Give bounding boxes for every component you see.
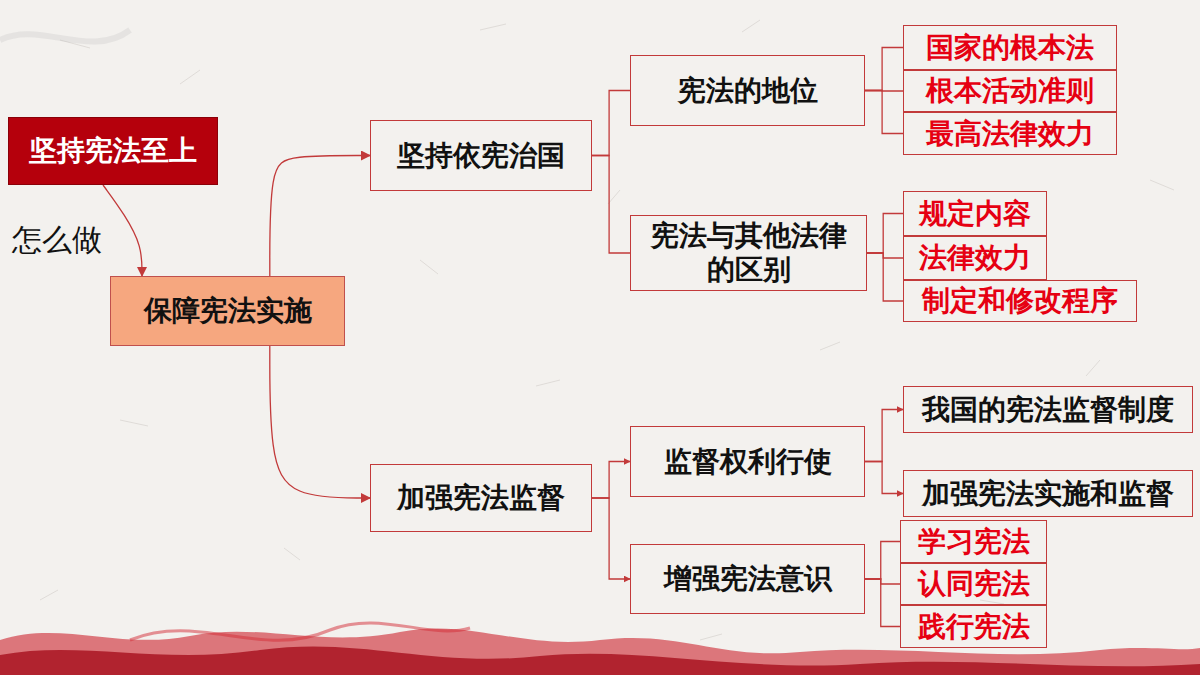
branch-box: 加强宪法监督: [370, 464, 592, 532]
point-box: 国家的根本法: [903, 25, 1117, 70]
connector: [865, 542, 900, 580]
method-box: 保障宪法实施: [110, 276, 345, 346]
connector: [867, 214, 903, 254]
topic-box: 增强宪法意识: [630, 544, 865, 614]
node-text: 加强宪法监督: [397, 481, 565, 515]
connector: [592, 498, 630, 579]
connector: [865, 410, 903, 462]
point-box: 根本活动准则: [903, 70, 1117, 112]
ink-smoke: [0, 30, 1200, 675]
connector: [865, 48, 903, 91]
paper-texture: [40, 20, 1174, 640]
node-text: 国家的根本法: [926, 31, 1094, 65]
node-text: 制定和修改程序: [922, 284, 1118, 318]
topic-box: 监督权利行使: [630, 426, 865, 497]
point-box: 规定内容: [903, 191, 1047, 236]
node-text: 学习宪法: [918, 525, 1030, 559]
node-text: 坚持依宪治国: [397, 139, 565, 173]
connector: [592, 91, 630, 156]
point-box: 践行宪法: [900, 605, 1047, 648]
connector: [867, 253, 903, 258]
node-text: 监督权利行使: [664, 445, 832, 479]
connector: [270, 156, 370, 277]
node-text: 我国的宪法监督制度: [922, 393, 1174, 427]
point-box: 制定和修改程序: [903, 280, 1137, 322]
connector: [865, 462, 903, 494]
point-box: 最高法律效力: [903, 112, 1117, 155]
point-box: 我国的宪法监督制度: [903, 386, 1193, 433]
root-box: 坚持宪法至上: [8, 117, 218, 185]
connector: [270, 346, 370, 498]
node-text: 规定内容: [919, 197, 1031, 231]
topic-box: 宪法的地位: [630, 55, 865, 126]
connector: [865, 579, 900, 627]
point-box: 认同宪法: [900, 563, 1047, 605]
connector: [103, 185, 142, 276]
node-text: 最高法律效力: [926, 117, 1094, 151]
connector: [865, 91, 903, 134]
node-text: 宪法的地位: [678, 74, 818, 108]
connector: [867, 253, 903, 301]
point-box: 学习宪法: [900, 520, 1047, 563]
branch-box: 坚持依宪治国: [370, 120, 592, 191]
annotation-label: 怎么做: [12, 220, 102, 261]
node-text: 保障宪法实施: [144, 294, 312, 328]
point-box: 加强宪法实施和监督: [903, 470, 1193, 517]
connector: [592, 462, 630, 499]
node-text: 践行宪法: [918, 610, 1030, 644]
connector: [865, 579, 900, 584]
node-text: 坚持宪法至上: [29, 134, 197, 168]
node-text: 加强宪法实施和监督: [922, 477, 1174, 511]
node-text: 根本活动准则: [926, 74, 1094, 108]
node-text: 法律效力: [919, 241, 1031, 275]
topic-box: 宪法与其他法律的区别: [630, 215, 867, 291]
connector: [592, 156, 630, 254]
node-text: 宪法与其他法律的区别: [646, 219, 851, 286]
node-text: 认同宪法: [918, 567, 1030, 601]
point-box: 法律效力: [903, 236, 1047, 280]
node-text: 增强宪法意识: [664, 562, 832, 596]
